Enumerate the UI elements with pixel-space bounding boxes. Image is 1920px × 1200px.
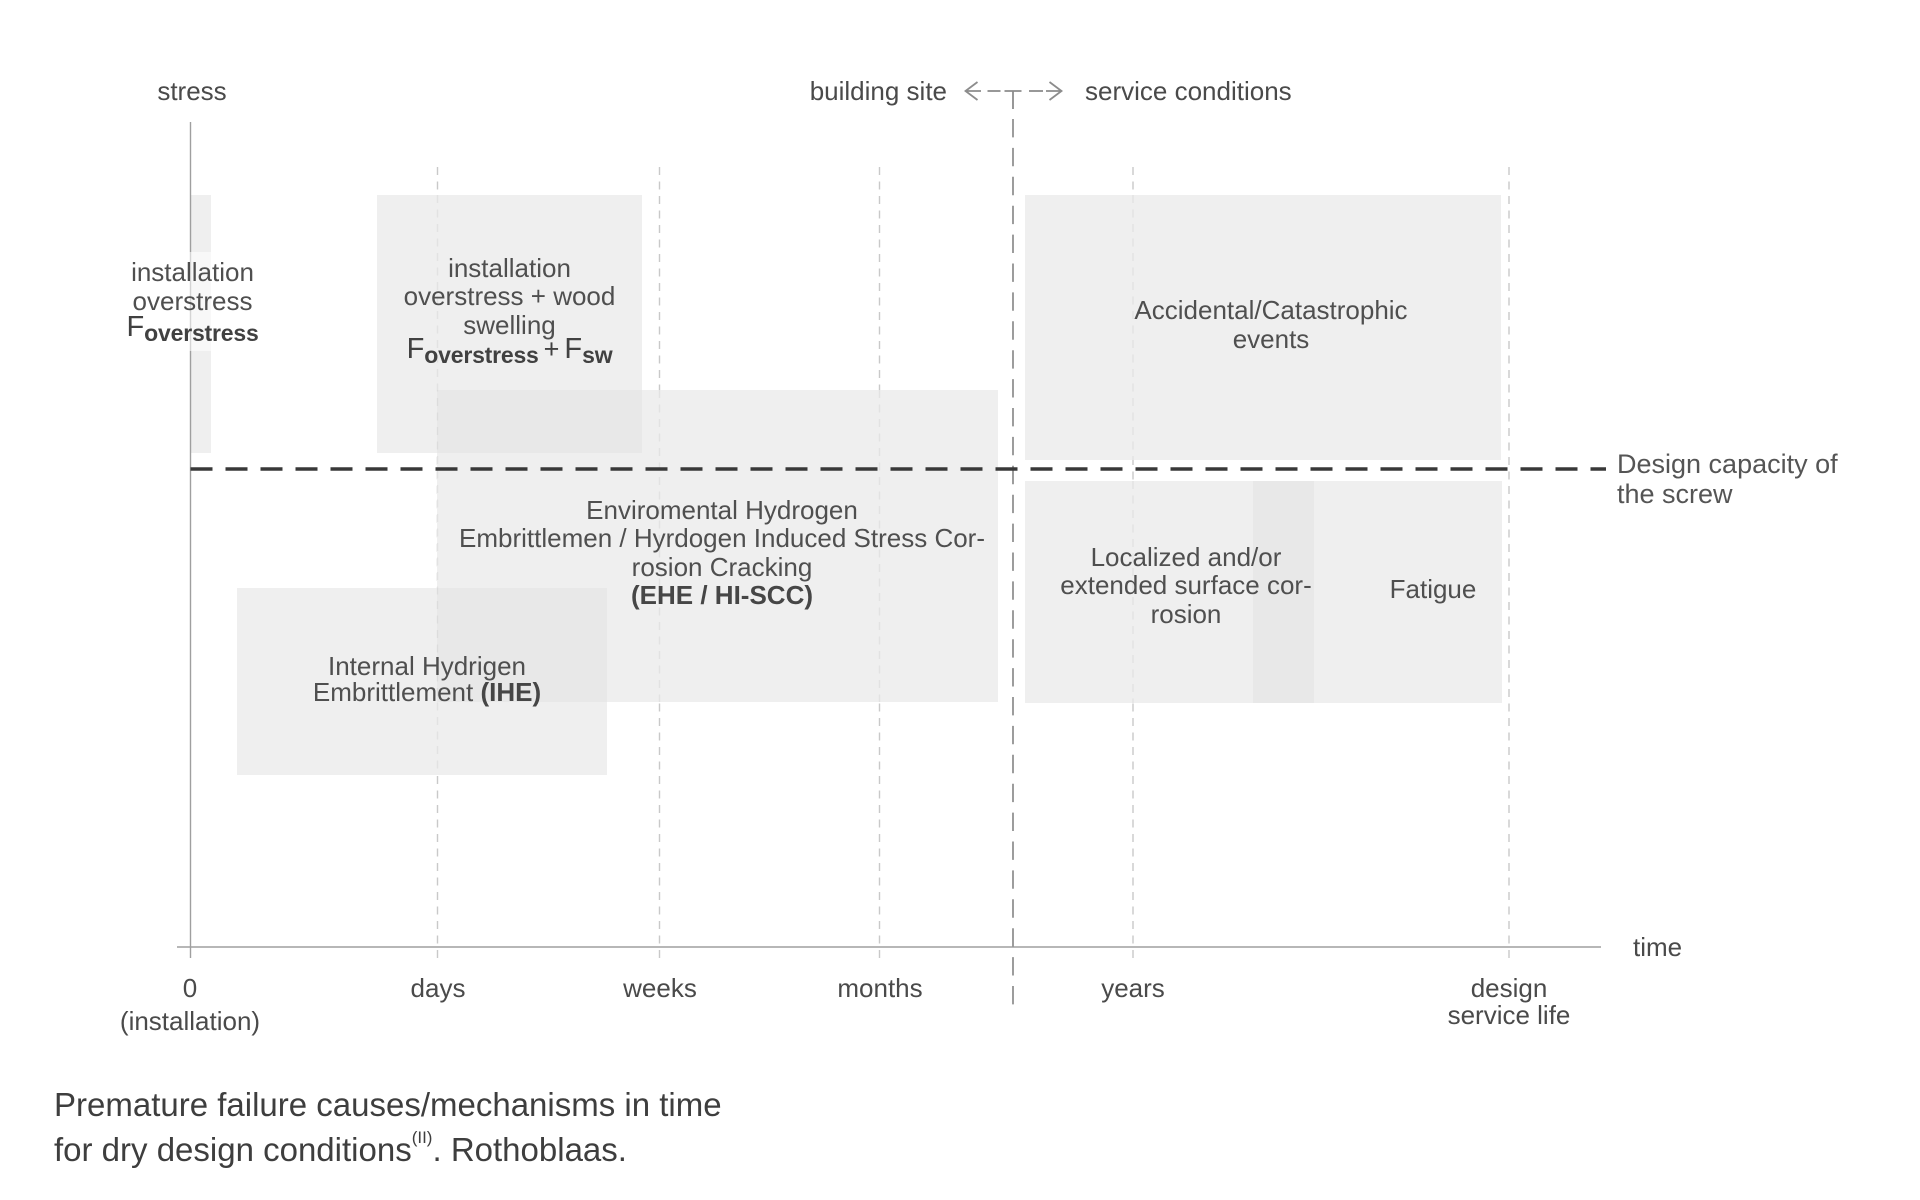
region-overstress-swelling-label: installation overstress + wood swelling … [377, 252, 642, 368]
region-ihe-line2: Embrittlement (IHE) [242, 679, 612, 705]
tick-years: years [1023, 974, 1243, 1003]
region-corrosion-label: Localized and/or extended surface cor- r… [1036, 541, 1336, 629]
tick-design-label: design [1470, 973, 1548, 1003]
tick-weeks: weeks [550, 974, 770, 1003]
left-arrow-icon [964, 81, 981, 101]
region-overstress-line2: overstress [132, 285, 253, 316]
formula-plus-sign: + [543, 333, 560, 364]
tick-days: days [328, 974, 548, 1003]
formula-subscript: sw [582, 341, 613, 368]
inbox-gridline-traces [436, 195, 1134, 775]
design-capacity-line2: the screw [1617, 479, 1733, 509]
header-service-conditions: service conditions [1085, 76, 1292, 106]
overlap-swelling-ehe [437, 390, 642, 453]
design-capacity-label: Design capacity of the screw [1617, 449, 1838, 509]
region-overstress-label: installation overstress Foverstress [105, 252, 280, 351]
tick-design-service-life: design service life [1399, 974, 1619, 1030]
formula-symbol: F [564, 332, 583, 365]
caption-line1: Premature failure causes/mechanisms in t… [54, 1086, 722, 1123]
region-overstress-line1: installation [131, 257, 254, 287]
region-overstress-formula: Foverstress [105, 311, 280, 347]
overlap-corrosion-fatigue [1253, 481, 1314, 703]
region-corrosion-line1: Localized and/or [1090, 541, 1282, 572]
region-ehe-line4: (EHE / HI-SCC) [631, 580, 813, 610]
x-axis-title: time [1633, 932, 1683, 962]
region-ihe-label: Internal Hydrigen Embrittlement (IHE) [242, 653, 612, 705]
tick-years-label: years [1101, 973, 1165, 1003]
region-fatigue-line1: Fatigue [1389, 574, 1477, 604]
region-accidental-label: Accidental/Catastrophic events [1035, 296, 1507, 353]
region-ehe-line2: Embrittlemen / Hyrdogen Induced Stress C… [459, 523, 985, 553]
header-building-site: building site [809, 76, 947, 106]
region-ehe-line1: Enviromental Hydrogen [586, 494, 858, 525]
caption-footnote-marker: (II) [411, 1128, 433, 1148]
region-overstress-swelling-line2: overstress + wood [403, 281, 616, 311]
region-overstress-swelling-line3: swelling [463, 309, 556, 340]
formula-subscript: overstress [424, 341, 539, 368]
region-ihe-line2-text: Embrittlement [312, 676, 481, 707]
formula-subscript: overstress [144, 320, 259, 347]
region-accidental-line2: events [1232, 323, 1310, 354]
region-ihe-line2-acronym: (IHE) [480, 676, 542, 707]
tick-0-sublabel: (installation) [119, 1006, 261, 1036]
caption-line2: for dry design conditions(II). Rothoblaa… [54, 1124, 722, 1169]
y-axis-title: stress [157, 76, 227, 106]
region-corrosion-line2: extended surface cor- [1060, 570, 1312, 600]
tick-0: 0 (installation) [80, 974, 300, 1036]
region-ehe-label: Enviromental Hydrogen Embrittlemen / Hyr… [442, 494, 1002, 610]
caption: Premature failure causes/mechanisms in t… [54, 1085, 722, 1169]
region-accidental-fill [1025, 195, 1501, 460]
caption-line2-text: for dry design conditions [54, 1131, 412, 1168]
tick-months-label: months [837, 973, 923, 1003]
formula-symbol: F [406, 332, 425, 365]
tick-days-label: days [410, 973, 466, 1003]
divider-tee-icon [1004, 90, 1022, 109]
tick-months: months [770, 974, 990, 1003]
divider-arrows-icon [964, 81, 1063, 109]
design-capacity-line1: Design capacity of [1617, 449, 1838, 479]
right-arrow-icon [1046, 81, 1063, 101]
region-overstress-swelling-line1: installation [448, 252, 571, 283]
caption-line2-tail: . Rothoblaas. [432, 1131, 627, 1168]
overlap-ihe-ehe [437, 588, 607, 702]
region-ihe-line1: Internal Hydrigen [328, 650, 526, 681]
region-corrosion-line3: rosion [1150, 598, 1222, 629]
region-overstress-swelling-formula: Foverstress+Fsw [377, 332, 642, 368]
tick-weeks-label: weeks [623, 973, 697, 1003]
formula-symbol: F [126, 311, 145, 343]
tick-service-life-sublabel: service life [1447, 1000, 1571, 1030]
region-ehe-line3: rosion Cracking [631, 551, 813, 582]
tick-0-label: 0 [182, 973, 198, 1003]
region-accidental-line1: Accidental/Catastrophic [1134, 295, 1408, 325]
region-fatigue-label: Fatigue [1313, 575, 1553, 604]
